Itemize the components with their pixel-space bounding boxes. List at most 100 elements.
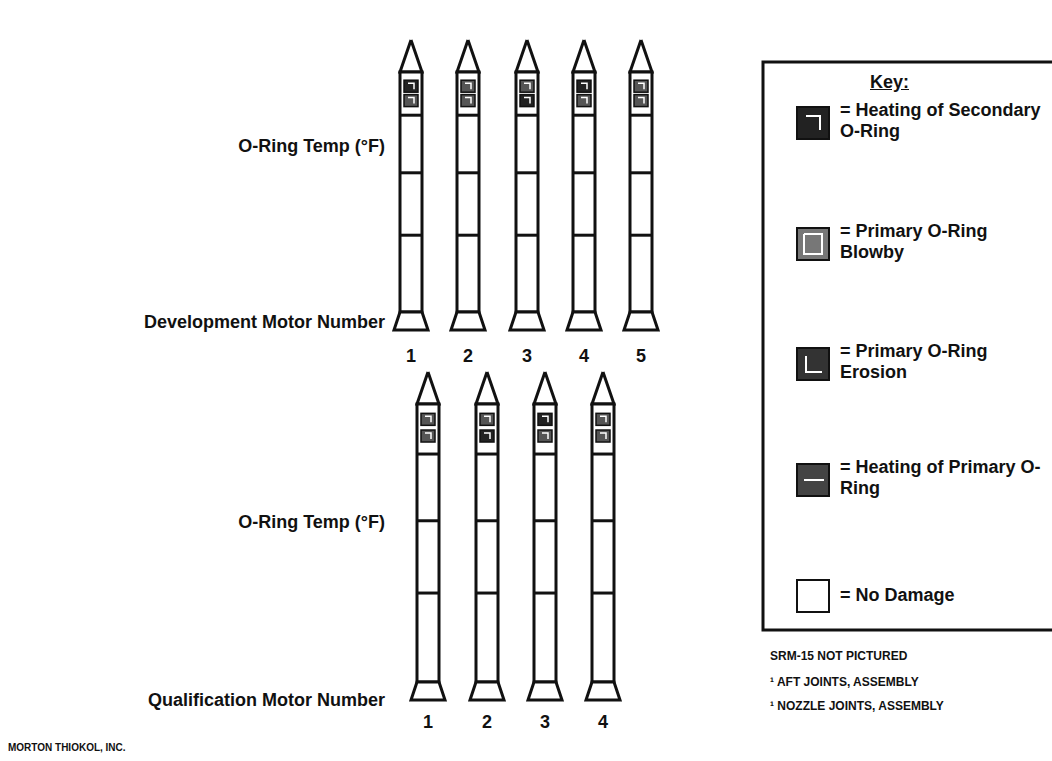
damage-mark <box>421 413 435 425</box>
nose-cone <box>457 40 479 72</box>
rocket-body <box>534 404 556 682</box>
damage-mark <box>404 80 418 92</box>
rocket-figure <box>411 372 445 700</box>
field-joint <box>534 519 556 522</box>
axis-label: O-Ring Temp (°F) <box>225 136 385 157</box>
nose-cone <box>400 40 422 72</box>
legend-text: = Heating of Secondary O-Ring <box>840 100 1045 141</box>
nozzle <box>586 682 620 700</box>
damage-mark <box>520 80 534 92</box>
legend-sample-mark <box>804 479 824 481</box>
damage-mark <box>520 95 534 107</box>
damage-mark <box>600 416 606 422</box>
legend-icon <box>797 464 829 496</box>
nose-cone <box>630 40 652 72</box>
nozzle <box>394 312 428 330</box>
damage-mark <box>581 83 587 89</box>
field-joint <box>516 234 538 237</box>
damage-mark <box>480 413 494 425</box>
rocket-figure <box>394 40 428 330</box>
axis-label: 2 <box>477 712 497 733</box>
legend-sample-mark <box>806 356 822 372</box>
damage-mark <box>634 95 648 107</box>
damage-mark <box>596 413 610 425</box>
damage-mark <box>638 98 644 104</box>
legend-box <box>763 62 1052 630</box>
legend-sample-mark <box>806 116 820 130</box>
damage-mark <box>524 98 530 104</box>
axis-label: Development Motor Number <box>80 312 385 333</box>
field-joint <box>630 114 652 117</box>
legend-heading: Key: <box>870 72 950 93</box>
field-joint <box>592 519 614 522</box>
field-joint <box>592 592 614 595</box>
axis-label: 3 <box>535 712 555 733</box>
damage-mark <box>461 80 475 92</box>
damage-mark <box>542 433 548 439</box>
rocket-body <box>476 404 498 682</box>
damage-mark <box>465 98 471 104</box>
field-joint <box>630 171 652 174</box>
field-joint <box>573 171 595 174</box>
damage-mark <box>408 83 414 89</box>
nozzle <box>451 312 485 330</box>
field-joint <box>400 234 422 237</box>
axis-label: O-Ring Temp (°F) <box>225 512 385 533</box>
axis-label: 4 <box>574 346 594 367</box>
damage-mark <box>538 430 552 442</box>
rocket-body <box>630 72 652 312</box>
field-joint <box>400 114 422 117</box>
damage-mark <box>577 95 591 107</box>
legend-sample <box>797 580 829 612</box>
damage-mark <box>600 433 606 439</box>
nose-cone <box>516 40 538 72</box>
footnote: ¹ NOZZLE JOINTS, ASSEMBLY <box>770 700 1045 714</box>
legend-sample <box>797 348 829 380</box>
damage-mark <box>404 95 418 107</box>
field-joint <box>630 234 652 237</box>
damage-mark <box>577 80 591 92</box>
nose-cone <box>573 40 595 72</box>
rocket-body <box>457 72 479 312</box>
field-joint <box>534 453 556 456</box>
damage-mark <box>425 433 431 439</box>
field-joint <box>457 114 479 117</box>
nozzle <box>567 312 601 330</box>
damage-mark <box>425 416 431 422</box>
legend-text: = Heating of Primary O-Ring <box>840 457 1045 498</box>
field-joint <box>457 234 479 237</box>
axis-label: 5 <box>631 346 651 367</box>
legend-sample <box>797 464 829 496</box>
field-joint <box>476 592 498 595</box>
legend-sample <box>797 107 829 139</box>
footnote: SRM-15 NOT PICTURED <box>770 650 1045 664</box>
nose-cone <box>534 372 556 404</box>
rocket-figure <box>510 40 544 330</box>
field-joint <box>516 114 538 117</box>
legend-icon <box>797 580 829 612</box>
field-joint <box>534 592 556 595</box>
field-joint <box>516 171 538 174</box>
damage-mark <box>484 433 490 439</box>
rocket-body <box>516 72 538 312</box>
rocket-body <box>573 72 595 312</box>
nose-cone <box>417 372 439 404</box>
field-joint <box>476 519 498 522</box>
field-joint <box>417 453 439 456</box>
nozzle <box>624 312 658 330</box>
legend-text: = Primary O-Ring Blowby <box>840 221 1045 262</box>
axis-label: 1 <box>418 712 438 733</box>
rocket-figure <box>624 40 658 330</box>
damage-mark <box>408 98 414 104</box>
legend-text: = No Damage <box>840 585 1045 606</box>
rocket-figure <box>567 40 601 330</box>
legend-sample <box>797 228 829 260</box>
legend-sample-mark <box>804 234 822 254</box>
damage-mark <box>634 80 648 92</box>
rocket-body <box>592 404 614 682</box>
field-joint <box>592 453 614 456</box>
nozzle <box>510 312 544 330</box>
damage-mark <box>524 83 530 89</box>
field-joint <box>400 171 422 174</box>
